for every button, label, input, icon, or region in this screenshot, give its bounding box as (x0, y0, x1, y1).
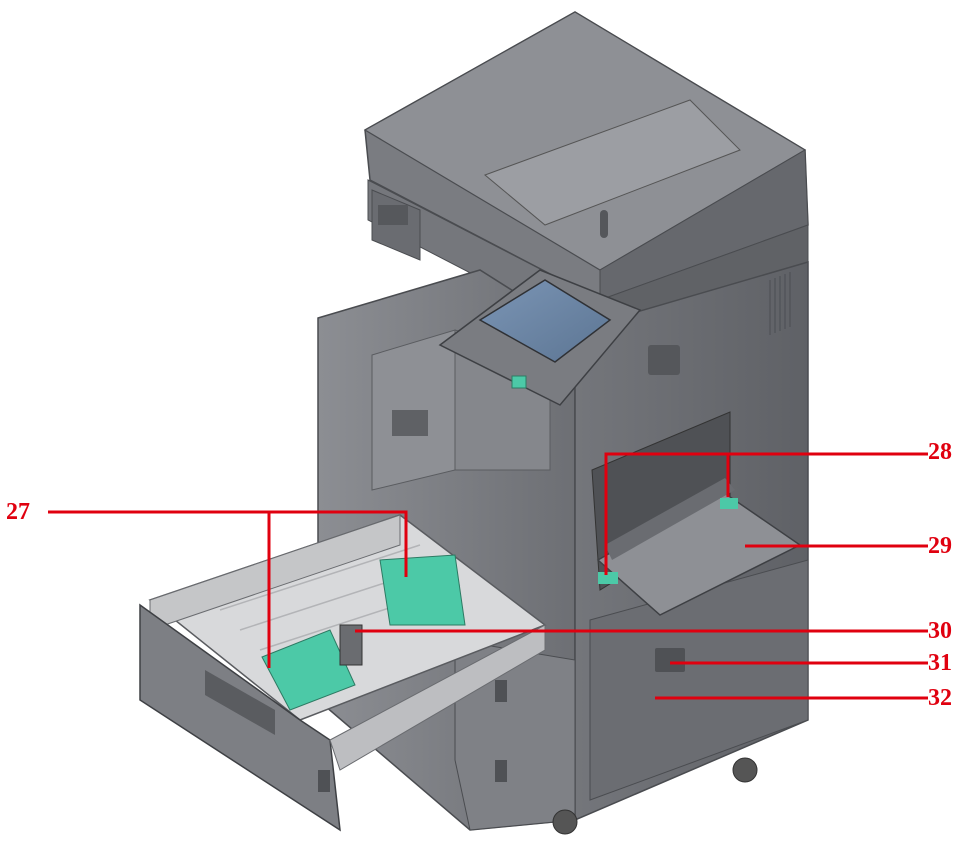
callout-line-28b (604, 452, 728, 575)
callout-label-30: 30 (928, 618, 952, 644)
document-feeder (363, 11, 809, 301)
mp-guide-left (598, 572, 618, 584)
callout-label-32: 32 (928, 685, 952, 711)
start-key (511, 375, 527, 389)
touch-panel-screen (478, 279, 612, 363)
callout-label-31: 31 (928, 650, 952, 676)
multipurpose-tray (591, 411, 802, 616)
operation-panel (438, 269, 642, 406)
callout-line-27 (48, 510, 408, 577)
length-guide (261, 629, 356, 711)
callout-label-27: 27 (6, 499, 30, 525)
mp-guide-right (720, 498, 738, 509)
guide-lock-lever (339, 624, 363, 666)
callout-label-29: 29 (928, 533, 952, 559)
width-guide (379, 554, 466, 626)
paper-cassette (139, 514, 547, 832)
callout-lines (48, 452, 928, 700)
callout-label-28: 28 (928, 439, 952, 465)
